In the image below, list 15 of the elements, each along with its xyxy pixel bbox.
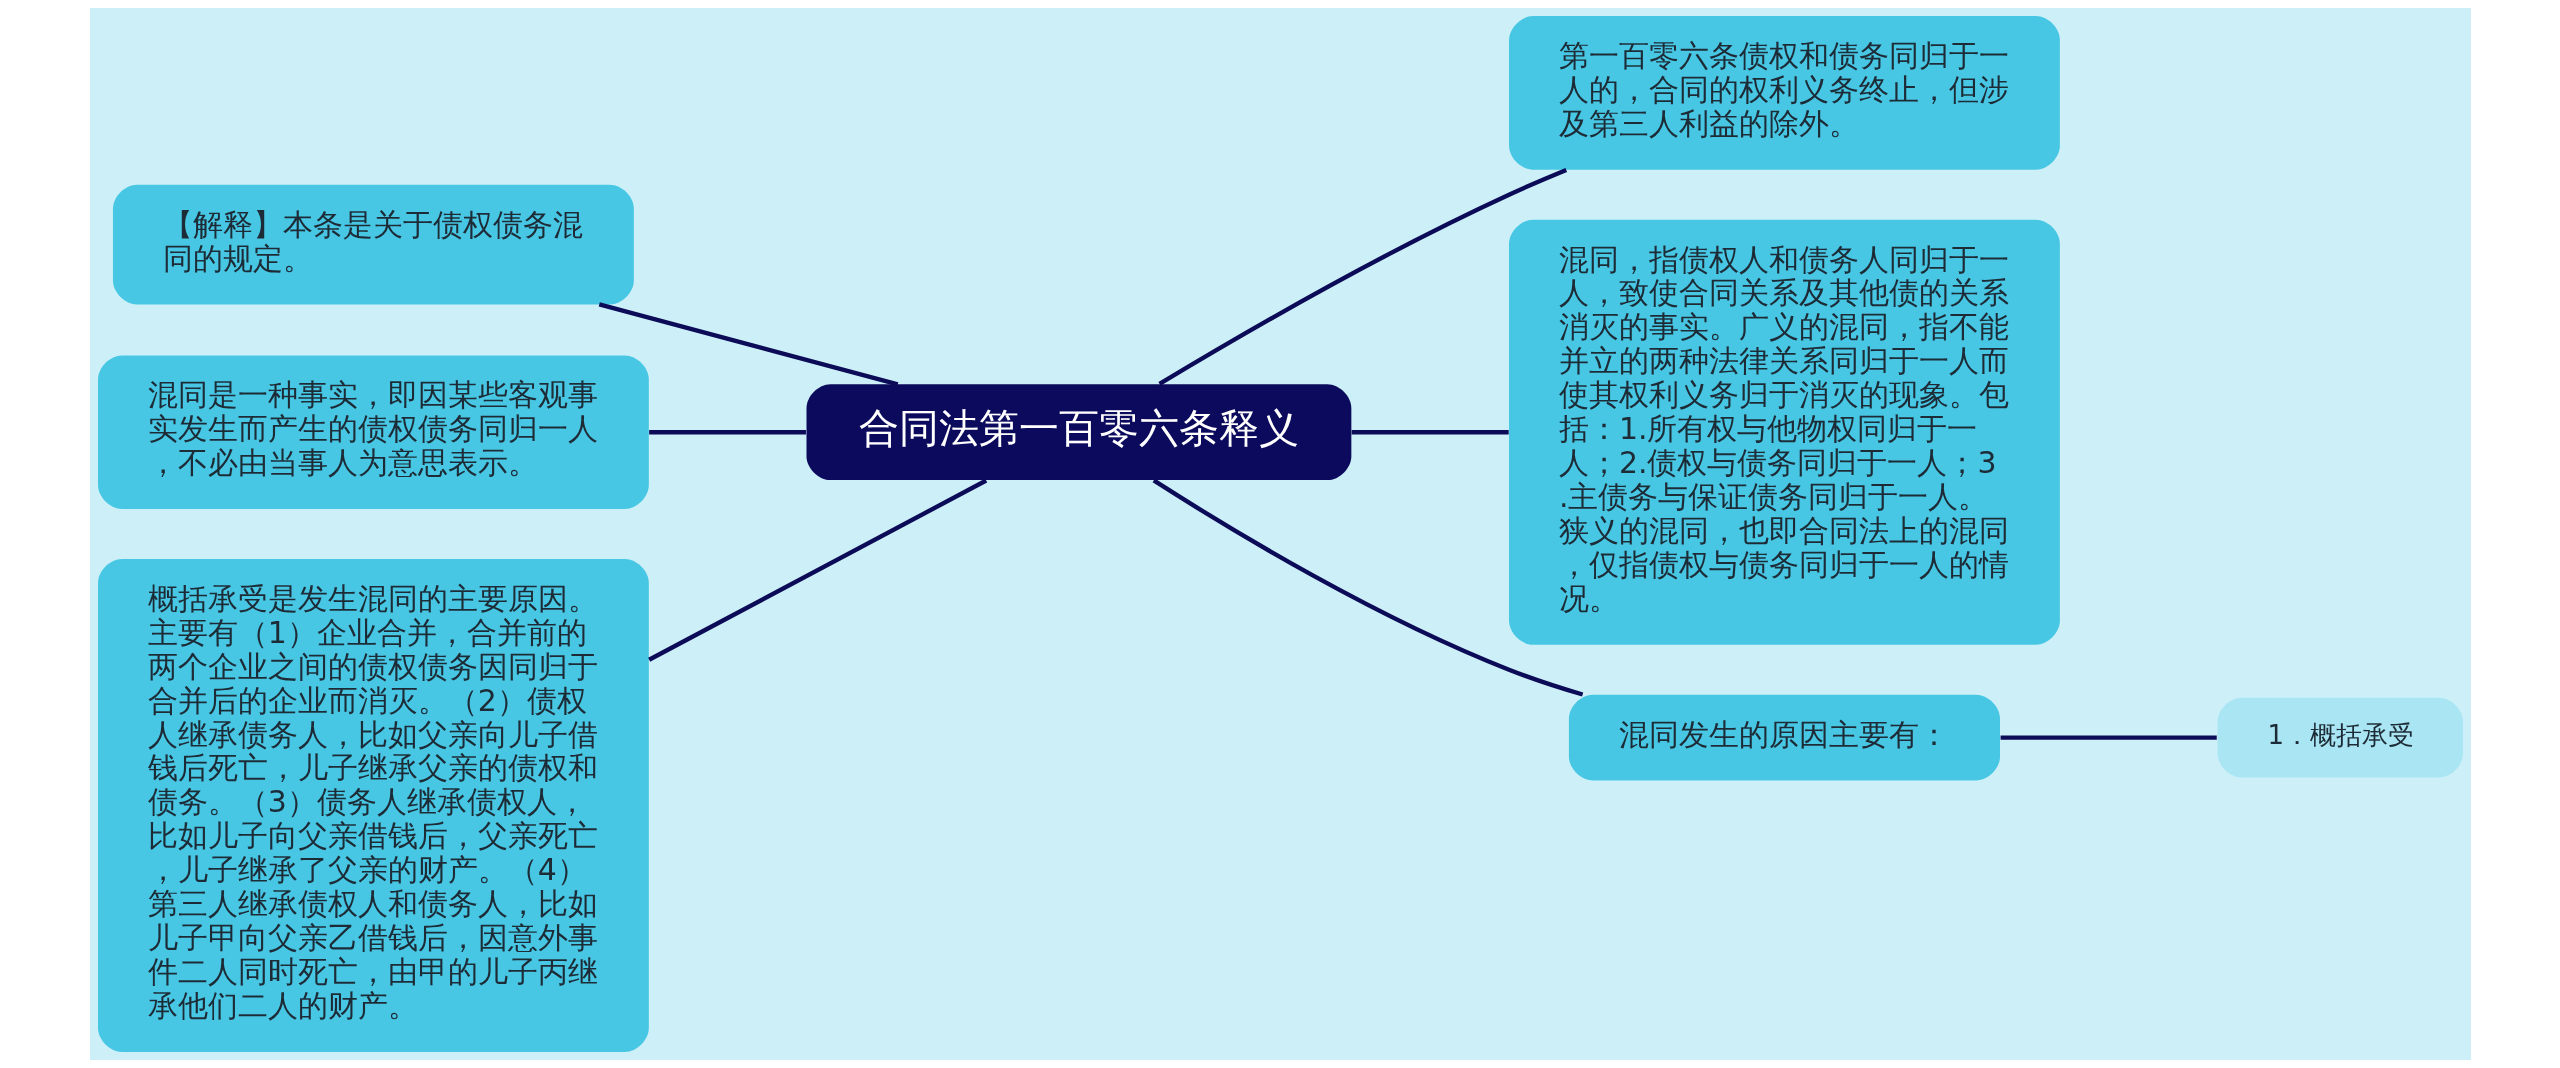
connector xyxy=(647,478,987,662)
connector xyxy=(598,302,898,387)
connector xyxy=(1152,478,1583,697)
connector xyxy=(1351,430,1509,435)
node-box: 混同是一种事实，即因某些客观事实发生而产生的债权债务同归一人，不必由当事人为意思表示。 xyxy=(97,355,649,510)
connector xyxy=(648,430,806,435)
connector xyxy=(1157,167,1567,386)
node-box: 混同发生的原因主要有： xyxy=(1568,694,2000,781)
node-box: 混同，指债权人和债务人同归于一人，致使合同关系及其他债的关系消灭的事实。广义的混同，指不能并立的两种法律关系同归于一人而使其权利义务归于消灭的现象。包括：1.所有权与他物权同归于一人；2.债权与债务同归于一人；3.主债务与保证债务同归于一人。狭义的混同，也即合同法上的混同，仅指债权与债务同归于一人的情况。 xyxy=(1508,219,2060,645)
node-box: 第一百零六条债权和债务同归于一人的，合同的权利义务终止，但涉及第三人利益的除外。 xyxy=(1508,16,2060,170)
node-box: 概括承受是发生混同的主要原因。主要有（1）企业合并，合并前的两个企业之间的债权债务因同归于合并后的企业而消灭。（2）债权人继承债务人，比如父亲向儿子借钱后死亡，儿子继承父亲的债权和债务。（3）债务人继承债权人，比如儿子向父亲借钱后，父亲死亡，儿子继承了父亲的财产。（4）第三人继承债权人和债务人，比如儿子甲向父亲乙借钱后，因意外事件二人同时死亡，由甲的儿子丙继承他们二人的财产。 xyxy=(97,558,649,1052)
node-box: 1．概括承受 xyxy=(2217,697,2463,778)
connector xyxy=(2000,735,2217,740)
node-box: 合同法第一百零六条释义 xyxy=(806,384,1351,481)
node-box: 【解释】本条是关于债权债务混同的规定。 xyxy=(112,184,634,305)
